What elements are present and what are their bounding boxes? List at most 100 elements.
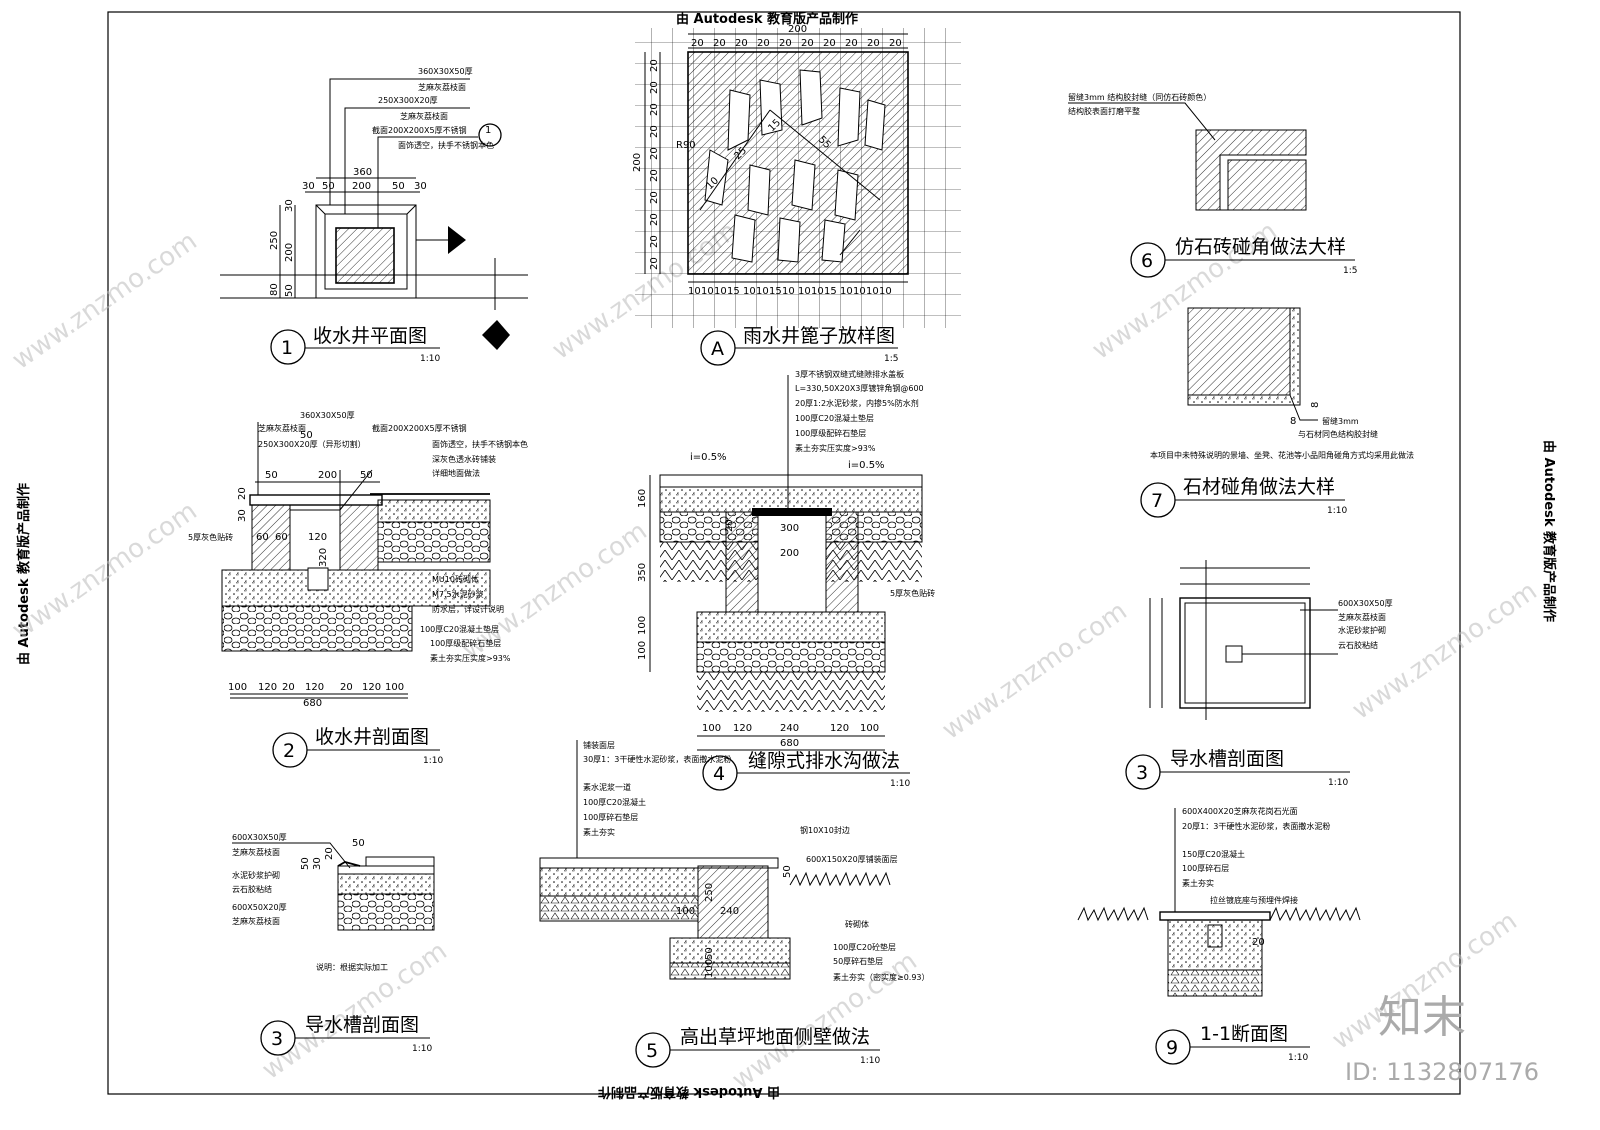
- svg-text:200: 200: [284, 243, 295, 262]
- svg-text:www.znzmo.com: www.znzmo.com: [257, 936, 453, 1086]
- svg-text:250X300X20厚: 250X300X20厚: [378, 96, 438, 105]
- svg-text:50厚碎石垫层: 50厚碎石垫层: [833, 956, 883, 966]
- svg-text:20: 20: [845, 38, 858, 49]
- svg-text:6: 6: [1141, 250, 1153, 272]
- svg-text:www.znzmo.com: www.znzmo.com: [7, 226, 203, 376]
- svg-text:10: 10: [743, 286, 756, 297]
- svg-text:50: 50: [352, 838, 365, 849]
- svg-text:600X30X50厚: 600X30X50厚: [1338, 599, 1393, 608]
- svg-text:100厚C20混凝土垫层: 100厚C20混凝土垫层: [420, 624, 499, 634]
- svg-text:120: 120: [733, 723, 752, 734]
- svg-text:20: 20: [649, 125, 660, 138]
- svg-text:20: 20: [649, 103, 660, 116]
- svg-text:芝麻灰荔枝面: 芝麻灰荔枝面: [418, 82, 466, 92]
- svg-text:铺装面层: 铺装面层: [583, 740, 615, 750]
- svg-text:10: 10: [701, 286, 714, 297]
- svg-text:20: 20: [713, 38, 726, 49]
- svg-text:20: 20: [324, 847, 335, 860]
- svg-text:100厚级配碎石垫层: 100厚级配碎石垫层: [430, 638, 501, 648]
- svg-text:100厚C20混凝土垫层: 100厚C20混凝土垫层: [795, 413, 874, 423]
- svg-text:芝麻灰荔枝面: 芝麻灰荔枝面: [258, 423, 306, 433]
- svg-text:7: 7: [1151, 490, 1163, 512]
- svg-text:680: 680: [303, 698, 322, 709]
- svg-text:20厚1：3干硬性水泥砂浆，表面撒水泥粉: 20厚1：3干硬性水泥砂浆，表面撒水泥粉: [1182, 821, 1330, 831]
- svg-text:120: 120: [830, 723, 849, 734]
- drawing-5-lawn-wall: 铺装面层 30厚1：3干硬性水泥砂浆，表面撒水泥粉 素水泥浆一道 100厚C20…: [539, 740, 930, 1068]
- svg-text:10: 10: [840, 286, 853, 297]
- svg-text:芝麻灰荔枝面: 芝麻灰荔枝面: [1338, 612, 1386, 622]
- svg-text:120: 120: [258, 682, 277, 693]
- svg-text:20: 20: [649, 59, 660, 72]
- svg-text:导水槽剖面图: 导水槽剖面图: [305, 1014, 419, 1036]
- svg-text:素土夯实压实度>93%: 素土夯实压实度>93%: [795, 443, 876, 453]
- svg-text:R90: R90: [676, 140, 696, 151]
- svg-text:50: 50: [360, 470, 373, 481]
- watermark-right: 由 Autodesk 教育版产品制作: [1541, 440, 1557, 622]
- svg-text:150厚C20混凝土: 150厚C20混凝土: [1182, 849, 1245, 859]
- svg-text:350: 350: [637, 563, 648, 582]
- svg-text:200: 200: [352, 181, 371, 192]
- svg-text:10: 10: [879, 286, 892, 297]
- svg-text:80: 80: [269, 283, 280, 296]
- svg-text:收水井剖面图: 收水井剖面图: [315, 726, 429, 748]
- svg-text:20: 20: [757, 38, 770, 49]
- svg-text:250: 250: [269, 231, 280, 250]
- svg-text:20: 20: [801, 38, 814, 49]
- svg-text:50: 50: [300, 430, 313, 441]
- svg-text:20: 20: [735, 38, 748, 49]
- svg-text:素土夯实: 素土夯实: [1182, 878, 1214, 888]
- svg-text:50: 50: [300, 857, 311, 870]
- svg-text:120: 120: [308, 532, 327, 543]
- svg-text:1:10: 1:10: [412, 1044, 432, 1054]
- watermark-left: 由 Autodesk 教育版产品制作: [16, 483, 32, 665]
- svg-text:30: 30: [237, 509, 248, 522]
- svg-text:100厚碎石层: 100厚碎石层: [1182, 863, 1229, 873]
- svg-text:1:10: 1:10: [1288, 1053, 1308, 1063]
- svg-text:20: 20: [724, 519, 735, 532]
- svg-text:5厚灰色贴砖: 5厚灰色贴砖: [188, 532, 233, 542]
- svg-text:5: 5: [646, 1040, 658, 1062]
- svg-text:石材碰角做法大样: 石材碰角做法大样: [1183, 476, 1335, 498]
- svg-text:面饰透空，扶手不锈钢本色: 面饰透空，扶手不锈钢本色: [398, 140, 494, 150]
- svg-text:拉丝镀底座与预埋件焊接: 拉丝镀底座与预埋件焊接: [1210, 895, 1298, 905]
- svg-text:20: 20: [649, 257, 660, 270]
- drawing-a-grate: R90 15 25 55 10 20 20 20 20 20 20 20 20 …: [632, 24, 961, 366]
- svg-text:A: A: [711, 338, 724, 360]
- svg-text:60: 60: [275, 532, 288, 543]
- svg-text:5厚灰色贴砖: 5厚灰色贴砖: [890, 588, 935, 598]
- svg-text:10: 10: [853, 286, 866, 297]
- svg-text:50: 50: [392, 181, 405, 192]
- svg-text:50: 50: [265, 470, 278, 481]
- svg-text:120: 120: [305, 682, 324, 693]
- svg-text:15: 15: [824, 286, 837, 297]
- svg-text:680: 680: [780, 738, 799, 749]
- svg-text:20: 20: [649, 169, 660, 182]
- svg-text:截面200X200X5厚不锈钢: 截面200X200X5厚不锈钢: [372, 423, 467, 433]
- svg-text:www.znzmo.com: www.znzmo.com: [937, 596, 1133, 746]
- svg-text:2: 2: [283, 740, 295, 762]
- svg-text:1-1断面图: 1-1断面图: [1200, 1023, 1288, 1045]
- svg-text:8: 8: [1310, 402, 1321, 408]
- svg-text:120: 120: [362, 682, 381, 693]
- svg-text:仿石砖碰角做法大样: 仿石砖碰角做法大样: [1175, 236, 1346, 258]
- svg-text:100: 100: [637, 616, 648, 635]
- svg-text:素土夯实压实度>93%: 素土夯实压实度>93%: [430, 653, 511, 663]
- svg-text:15: 15: [769, 286, 782, 297]
- svg-text:与石材同色结构胶封缝: 与石材同色结构胶封缝: [1298, 429, 1378, 439]
- svg-text:1:10: 1:10: [890, 779, 910, 789]
- svg-text:20: 20: [340, 682, 353, 693]
- svg-text:50: 50: [782, 865, 793, 878]
- svg-text:10: 10: [688, 286, 701, 297]
- drawing-4-slot-drain: 3厚不锈钢双缝式缝隙排水盖板 L=330,50X20X3厚镀锌角钢@600 20…: [637, 369, 935, 791]
- logo: 知末: [1378, 992, 1466, 1043]
- svg-text:250X300X20厚（异形切割）: 250X300X20厚（异形切割）: [258, 439, 366, 449]
- svg-text:30: 30: [302, 181, 315, 192]
- svg-text:留缝3mm 结构胶封缝（同仿石砖颜色）: 留缝3mm 结构胶封缝（同仿石砖颜色）: [1068, 92, 1211, 102]
- svg-text:30: 30: [312, 857, 323, 870]
- svg-text:360: 360: [353, 167, 372, 178]
- svg-text:1:10: 1:10: [860, 1056, 880, 1066]
- watermark-bottom: 由 Autodesk 教育版产品制作: [598, 1084, 780, 1100]
- svg-text:3: 3: [1136, 762, 1148, 784]
- svg-text:收水井平面图: 收水井平面图: [313, 325, 427, 347]
